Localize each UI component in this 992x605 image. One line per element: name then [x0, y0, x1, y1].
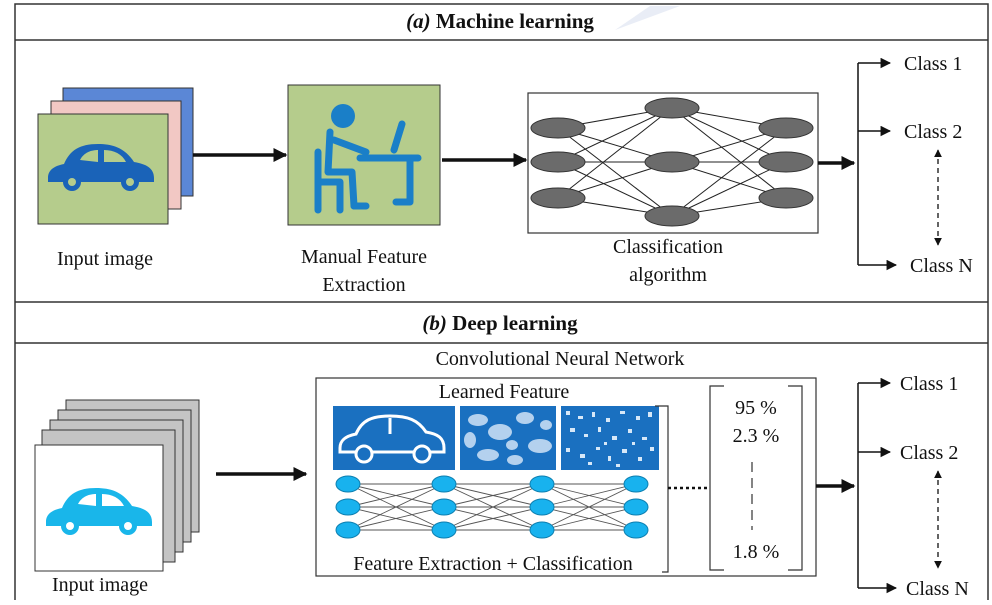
nn-node [529, 498, 555, 516]
nn-node [529, 475, 555, 493]
prob-class-n: 1.8 % [733, 541, 780, 563]
dl-input-label: Input image [52, 574, 148, 596]
car-icon [46, 488, 152, 535]
ml-class-2: Class 2 [904, 121, 962, 143]
nn-node [623, 498, 649, 516]
nn-node [431, 498, 457, 516]
nn-node [758, 117, 814, 139]
nn-node [623, 521, 649, 539]
cnn-box: Learned Feature [315, 377, 817, 577]
dl-input-image-stack [34, 399, 200, 572]
cnn-label: Convolutional Neural Network [436, 348, 685, 370]
ml-input-image-stack [37, 87, 194, 225]
feature-label-line2: Extraction [322, 274, 405, 296]
section-a-header: (a) Machine learning [15, 6, 988, 41]
classifier-label-line2: algorithm [629, 264, 707, 286]
nn-node [644, 97, 700, 119]
dl-class-1: Class 1 [900, 373, 958, 395]
ml-input-label: Input image [57, 248, 153, 270]
nn-node [431, 521, 457, 539]
classifier-label-line1: Classification [613, 236, 723, 258]
learned-feature-label: Learned Feature [439, 381, 570, 403]
nn-node [758, 151, 814, 173]
feature-extraction-label: Feature Extraction + Classification [353, 553, 633, 575]
prob-class-1: 95 % [735, 397, 777, 419]
car-icon [338, 414, 446, 464]
manual-feature-extraction-box [287, 84, 441, 226]
nn-node [530, 151, 586, 173]
nn-node [530, 117, 586, 139]
nn-node [335, 521, 361, 539]
nn-node [758, 187, 814, 209]
learned-feature-maps [333, 406, 659, 470]
nn-node [530, 187, 586, 209]
person-at-computer-icon [314, 104, 422, 214]
nn-node [644, 205, 700, 227]
dl-class-outputs [857, 377, 942, 594]
nn-node [431, 475, 457, 493]
nn-node [623, 475, 649, 493]
ml-class-1: Class 1 [904, 53, 962, 75]
probability-output [709, 385, 803, 571]
nn-node [335, 498, 361, 516]
dl-class-2: Class 2 [900, 442, 958, 464]
section-b-title: (b) Deep learning [422, 311, 578, 335]
nn-node [335, 475, 361, 493]
classification-algorithm-box [527, 92, 819, 234]
section-a-title: (a) Machine learning [406, 9, 594, 33]
feature-label-line1: Manual Feature [301, 246, 427, 268]
nn-node [529, 521, 555, 539]
dl-class-n: Class N [906, 578, 969, 600]
nn-node [644, 151, 700, 173]
prob-class-2: 2.3 % [733, 425, 780, 447]
section-b-header: (b) Deep learning [15, 301, 988, 344]
neural-network-icon [347, 483, 637, 531]
car-icon [48, 144, 154, 191]
ml-class-n: Class N [910, 255, 973, 277]
ml-class-outputs [857, 57, 942, 271]
